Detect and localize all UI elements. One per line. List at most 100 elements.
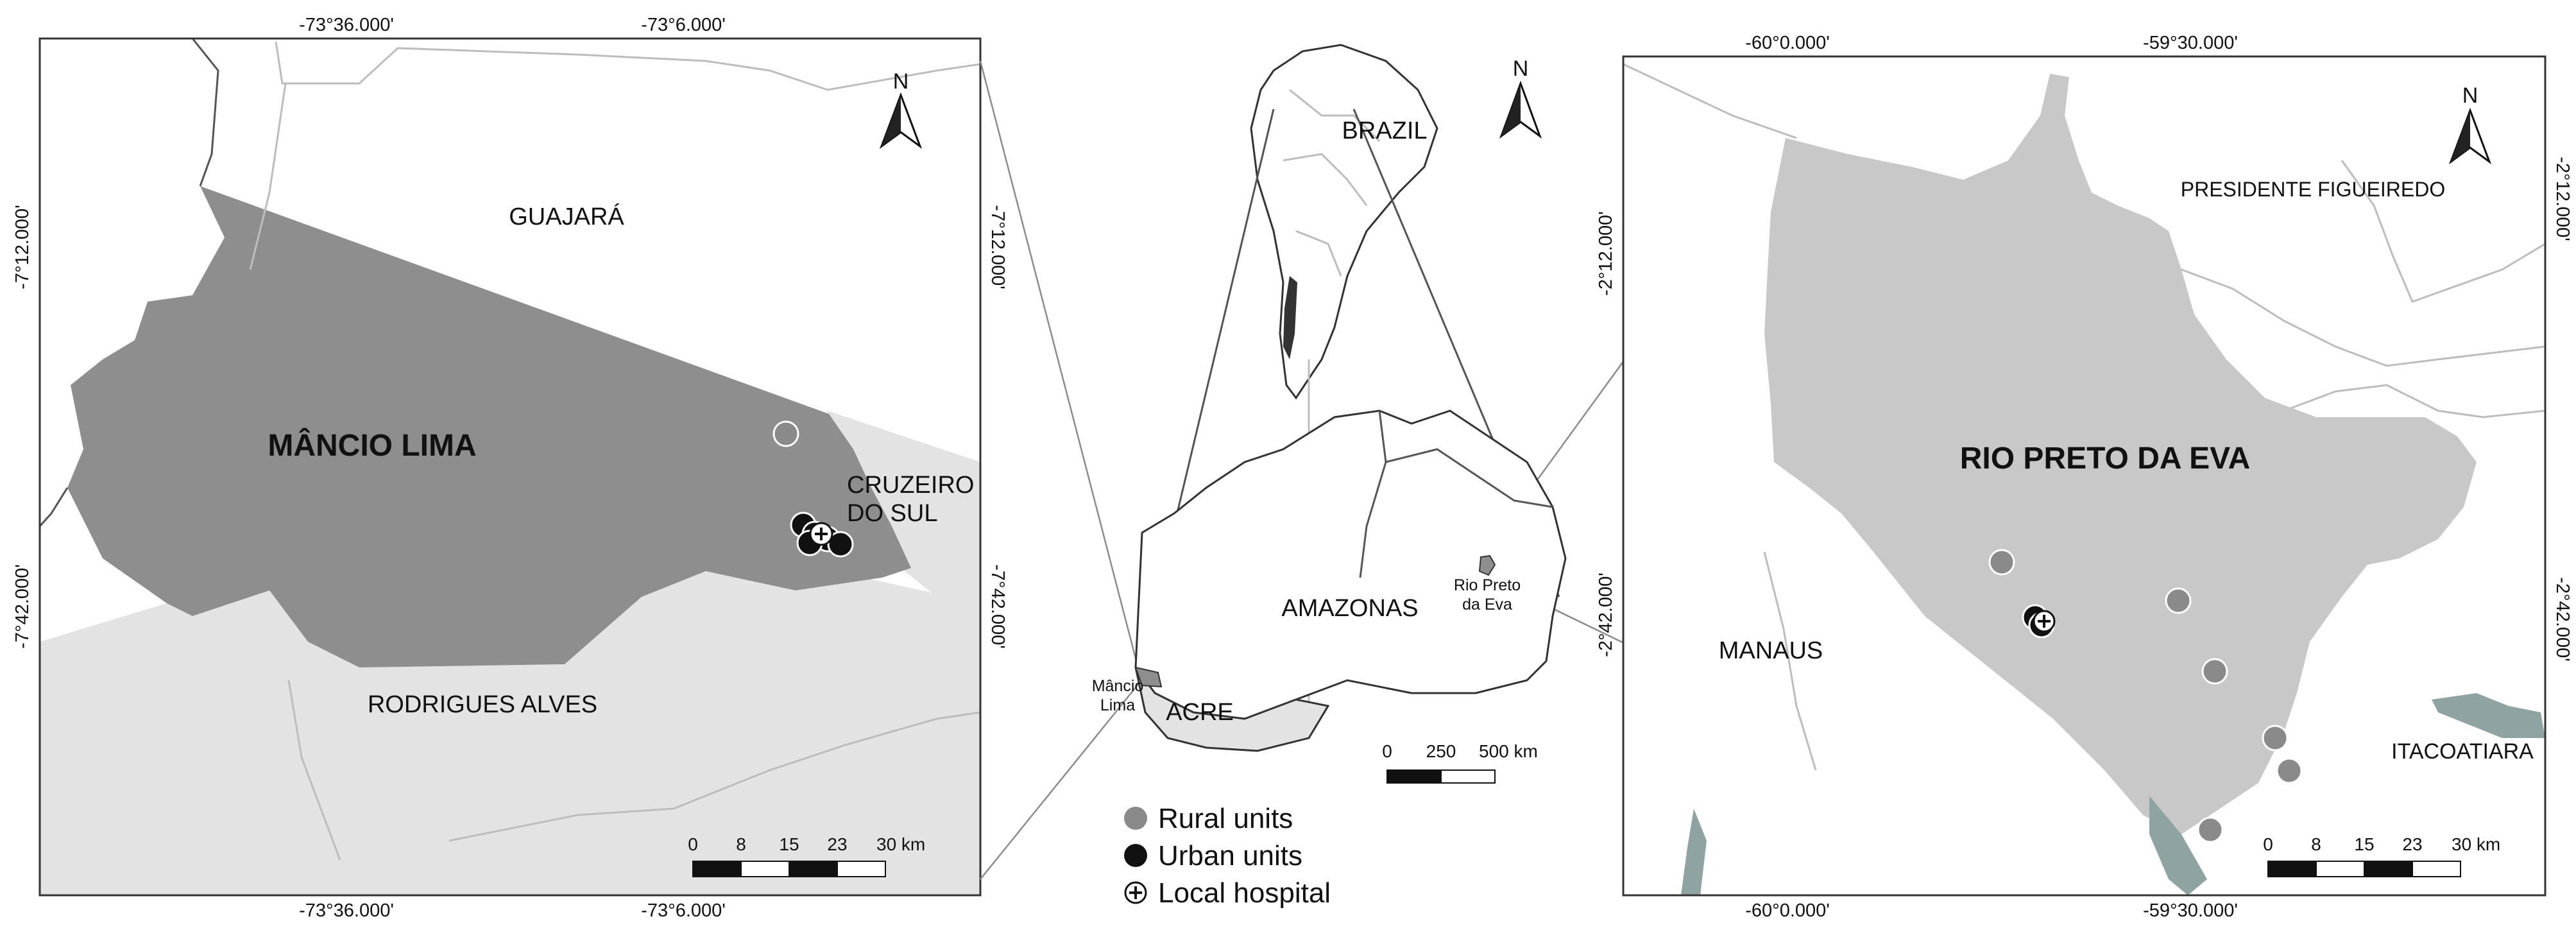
left-coord-left-2: -7°42.000' — [12, 564, 33, 649]
rural-unit-marker — [2201, 658, 2228, 685]
brazil-label: BRAZIL — [1342, 117, 1427, 144]
center-mancio-lima-area — [1134, 666, 1163, 688]
scale-tick: 8 — [2311, 834, 2321, 854]
right-coord-left-2: -2°42.000' — [1596, 572, 1616, 657]
legend-hospital-label: Local hospital — [1158, 877, 1331, 909]
water-body-southwest — [1681, 809, 1707, 895]
right-map-frame — [1622, 55, 2546, 897]
north-arrow-icon: N — [2448, 83, 2492, 165]
north-arrow-icon: N — [1499, 56, 1542, 139]
leader-line-left-top — [979, 60, 1140, 671]
left-western-border — [191, 39, 219, 187]
mancio-lima-area — [67, 186, 911, 667]
right-coord-bottom-1: -60°0.000' — [1745, 900, 1830, 921]
manaus-label: MANAUS — [1719, 637, 1823, 664]
left-coord-right-2: -7°42.000' — [987, 564, 1008, 649]
cruzeiro-do-sul-area — [828, 411, 980, 616]
left-boundary-line-2 — [249, 83, 287, 270]
right-coord-bottom-2: -59°30.000' — [2143, 900, 2238, 921]
mancio-lima-label-1: Mâncio — [1092, 677, 1144, 695]
scale-tick: 0 — [688, 834, 698, 854]
right-boundary-line-4 — [2341, 160, 2545, 303]
rural-unit-marker — [2197, 816, 2224, 843]
right-coord-top-1: -60°0.000' — [1745, 33, 1830, 53]
left-coord-top-2: -73°6.000' — [641, 15, 726, 35]
local-hospital-marker — [809, 522, 833, 546]
right-river-west — [1763, 551, 1817, 771]
center-map-panel: BRAZIL AMAZONAS ACRE Mâncio Lima Rio Pre… — [1092, 44, 1567, 909]
scale-tick: 30 km — [876, 834, 925, 854]
rural-unit-marker — [772, 420, 799, 447]
north-label: N — [1513, 56, 1529, 81]
left-coord-right-1: -7°12.000' — [987, 205, 1008, 289]
scale-tick: 250 — [1426, 741, 1456, 761]
legend-rural-label: Rural units — [1158, 803, 1293, 834]
north-label: N — [2462, 83, 2478, 108]
left-boundary-line-1 — [275, 41, 980, 91]
legend-urban-swatch — [1124, 844, 1147, 867]
center-state-borders — [1359, 410, 1553, 578]
scale-tick: 500 km — [1479, 741, 1538, 761]
rio-preto-label-2: da Eva — [1462, 596, 1512, 614]
right-boundary-line-1 — [1623, 63, 1797, 139]
rural-unit-marker — [2262, 725, 2289, 752]
scale-tick: 0 — [1382, 741, 1392, 761]
north-arrow-icon: N — [879, 69, 923, 150]
south-america-outline — [1250, 44, 1438, 400]
left-map-panel: -73°36.000' -73°6.000' -73°36.000' -73°6… — [12, 15, 1008, 921]
right-boundary-line-2 — [2117, 236, 2545, 367]
center-rio-preto-area — [1478, 554, 1496, 576]
rural-unit-marker — [1988, 549, 2015, 576]
scale-tick: 15 — [2354, 834, 2374, 854]
rural-unit-marker — [2165, 587, 2192, 614]
urban-unit-marker — [827, 531, 854, 558]
left-river-1 — [448, 711, 980, 842]
legend-urban-label: Urban units — [1158, 840, 1302, 872]
scale-tick: 23 — [2402, 834, 2422, 854]
left-scale-bar: 0 8 15 23 30 km — [688, 834, 925, 877]
rio-preto-label-1: Rio Preto — [1454, 576, 1521, 594]
rio-preto-da-eva-label: RIO PRETO DA EVA — [1960, 442, 2251, 476]
right-scale-bar: 0 8 15 23 30 km — [2263, 834, 2500, 877]
left-coord-top-1: -73°36.000' — [299, 15, 394, 35]
acre-label: ACRE — [1166, 699, 1234, 726]
leader-line-left-bottom — [980, 683, 1139, 880]
right-coord-left-1: -2°12.000' — [1596, 211, 1616, 296]
south-america-internal-borders — [1283, 89, 1381, 277]
scale-tick: 0 — [2263, 834, 2273, 854]
north-label: N — [893, 69, 909, 94]
itacoatiara-label: ITACOATIARA — [2391, 739, 2534, 764]
chile-strip — [1283, 276, 1297, 359]
scale-tick: 15 — [779, 834, 799, 854]
amazonas-label: AMAZONAS — [1281, 595, 1418, 622]
rodrigues-alves-label: RODRIGUES ALVES — [368, 691, 597, 718]
map-legend: Rural units Urban units Local hospital — [1124, 803, 1331, 909]
acre-area — [1134, 667, 1330, 752]
right-coord-right-2: -2°42.000' — [2552, 577, 2573, 662]
rio-preto-da-eva-area — [1764, 74, 2477, 834]
left-western-border-south — [40, 487, 69, 528]
left-map-frame — [38, 37, 982, 897]
mancio-lima-label-2: Lima — [1100, 696, 1135, 714]
rural-unit-marker — [2276, 757, 2303, 784]
left-coord-bottom-1: -73°36.000' — [299, 900, 394, 921]
legend-hospital-swatch — [1124, 881, 1147, 904]
legend-rural-swatch — [1124, 807, 1147, 830]
scale-tick: 30 km — [2452, 834, 2500, 854]
scale-tick: 8 — [736, 834, 746, 854]
rodrigues-alves-area — [40, 571, 980, 895]
cruzeiro-do-sul-label-1: CRUZEIRO — [847, 472, 974, 499]
local-hospital-marker — [2033, 610, 2056, 633]
guajara-label: GUAJARÁ — [509, 203, 624, 230]
right-coord-right-1: -2°12.000' — [2552, 157, 2573, 241]
water-body-east — [2432, 693, 2545, 738]
center-scale-bar: 0 250 500 km — [1382, 741, 1538, 784]
right-coord-top-2: -59°30.000' — [2143, 33, 2238, 53]
cruzeiro-do-sul-label-2: DO SUL — [847, 500, 937, 527]
left-river-2 — [287, 680, 341, 861]
water-body-south — [2149, 796, 2207, 895]
scale-tick: 23 — [827, 834, 847, 854]
left-coord-left-1: -7°12.000' — [12, 205, 33, 289]
left-coord-bottom-2: -73°6.000' — [641, 900, 726, 921]
